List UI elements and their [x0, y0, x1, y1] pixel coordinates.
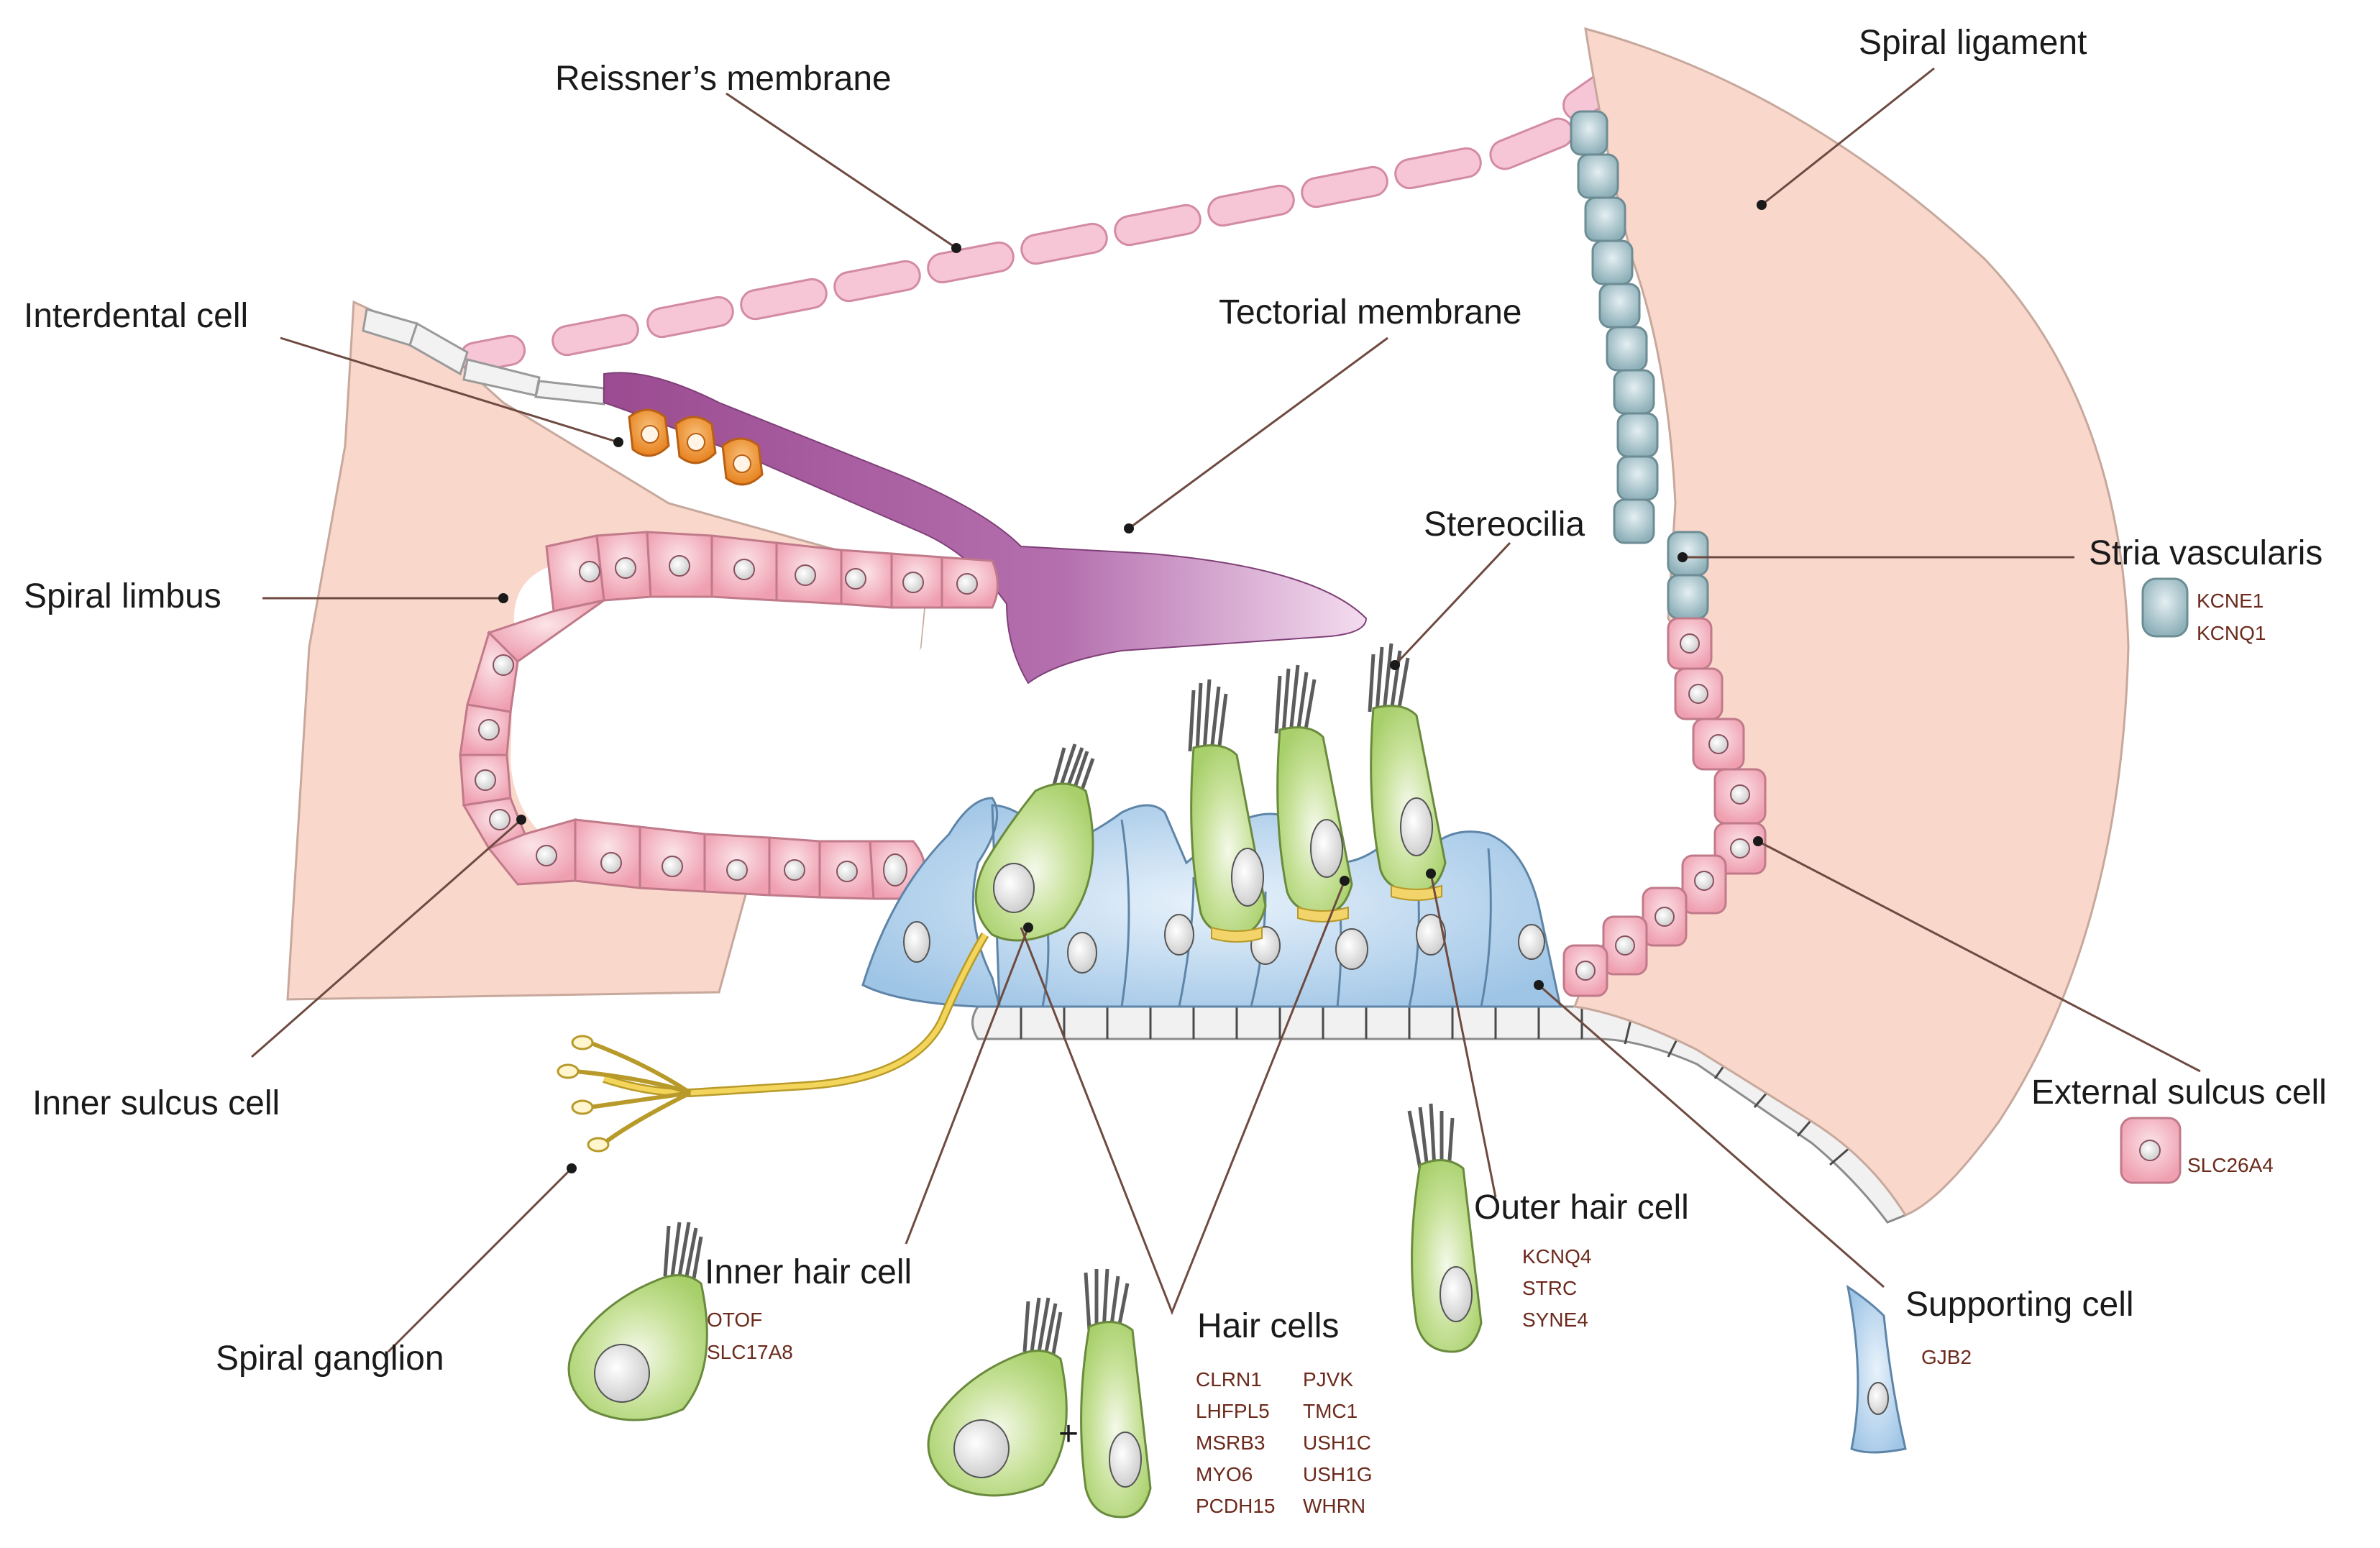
- gene-hair-cells-4: MYO6: [1196, 1463, 1253, 1485]
- stria-vascularis-cells: [1570, 110, 1709, 620]
- supporting-cell-boundaries: [903, 819, 1545, 1007]
- gene-hair-cells-10: WHRN: [1303, 1495, 1365, 1517]
- gene-hair-cells-7: TMC1: [1303, 1400, 1358, 1422]
- label-inner-sulcus-cell: Inner sulcus cell: [32, 1084, 280, 1122]
- gene-outer-hair-2: STRC: [1522, 1277, 1577, 1299]
- leader-lines: [251, 67, 2201, 1353]
- limbus-surface-cells: [362, 308, 605, 406]
- gene-hair-cells-1: CLRN1: [1196, 1368, 1262, 1391]
- tectorial-membrane: [603, 372, 1368, 684]
- label-spiral-limbus: Spiral limbus: [24, 577, 221, 615]
- supporting-cell-icon: [1846, 1284, 1907, 1454]
- spiral-ganglion-nerve: [557, 932, 989, 1153]
- label-stereocilia: Stereocilia: [1424, 505, 1585, 544]
- organ-inner-hair-cell: [974, 743, 1095, 942]
- interdental-cells: [628, 408, 764, 486]
- gene-hair-cells-6: PJVK: [1303, 1368, 1353, 1391]
- outer-hair-cell-icon: [1407, 1103, 1483, 1353]
- gene-outer-hair-1: KCNQ4: [1522, 1245, 1591, 1268]
- gene-outer-hair-3: SYNE4: [1522, 1309, 1588, 1331]
- organ-outer-hair-cells: [1188, 643, 1447, 943]
- gene-inner-hair-1: OTOF: [707, 1309, 762, 1331]
- stria-legend-icon: [2141, 577, 2189, 638]
- gene-stria-1: KCNE1: [2197, 590, 2264, 612]
- gene-hair-cells-3: MSRB3: [1196, 1432, 1265, 1454]
- gene-hair-cells-2: LHFPL5: [1196, 1400, 1270, 1422]
- external-sulcus-cells: [1562, 617, 1767, 997]
- hair-cells-pair-icon: [927, 1268, 1152, 1519]
- inner-sulcus-cavity: [511, 561, 928, 870]
- label-interdental-cell: Interdental cell: [24, 297, 248, 335]
- gene-supporting-1: GJB2: [1921, 1346, 1972, 1368]
- plus-sign: +: [1058, 1415, 1079, 1453]
- gene-stria-2: KCNQ1: [2197, 622, 2266, 644]
- label-tectorial-membrane: Tectorial membrane: [1219, 293, 1522, 331]
- label-outer-hair-cell: Outer hair cell: [1474, 1189, 1689, 1227]
- gene-hair-cells-5: PCDH15: [1196, 1495, 1275, 1517]
- gene-external-sulcus-1: SLC26A4: [2187, 1154, 2274, 1176]
- label-spiral-ganglion: Spiral ganglion: [216, 1339, 444, 1378]
- label-supporting-cell: Supporting cell: [1905, 1286, 2134, 1324]
- label-reissners-membrane: Reissner’s membrane: [555, 60, 892, 98]
- label-stria-vascularis: Stria vascularis: [2089, 534, 2322, 572]
- inner-hair-cell-icon: [567, 1222, 708, 1421]
- spiral-ligament: [1573, 27, 2130, 1217]
- gene-hair-cells-8: USH1C: [1303, 1432, 1371, 1454]
- label-hair-cells: Hair cells: [1197, 1307, 1339, 1345]
- label-inner-hair-cell: Inner hair cell: [705, 1253, 912, 1291]
- inner-sulcus-epithelium: [459, 531, 999, 900]
- gene-inner-hair-2: SLC17A8: [707, 1341, 793, 1363]
- label-spiral-ligament: Spiral ligament: [1859, 24, 2087, 62]
- gene-hair-cells-9: USH1G: [1303, 1463, 1372, 1485]
- label-external-sulcus-cell: External sulcus cell: [2031, 1073, 2327, 1112]
- external-sulcus-legend-icon: [2120, 1117, 2182, 1184]
